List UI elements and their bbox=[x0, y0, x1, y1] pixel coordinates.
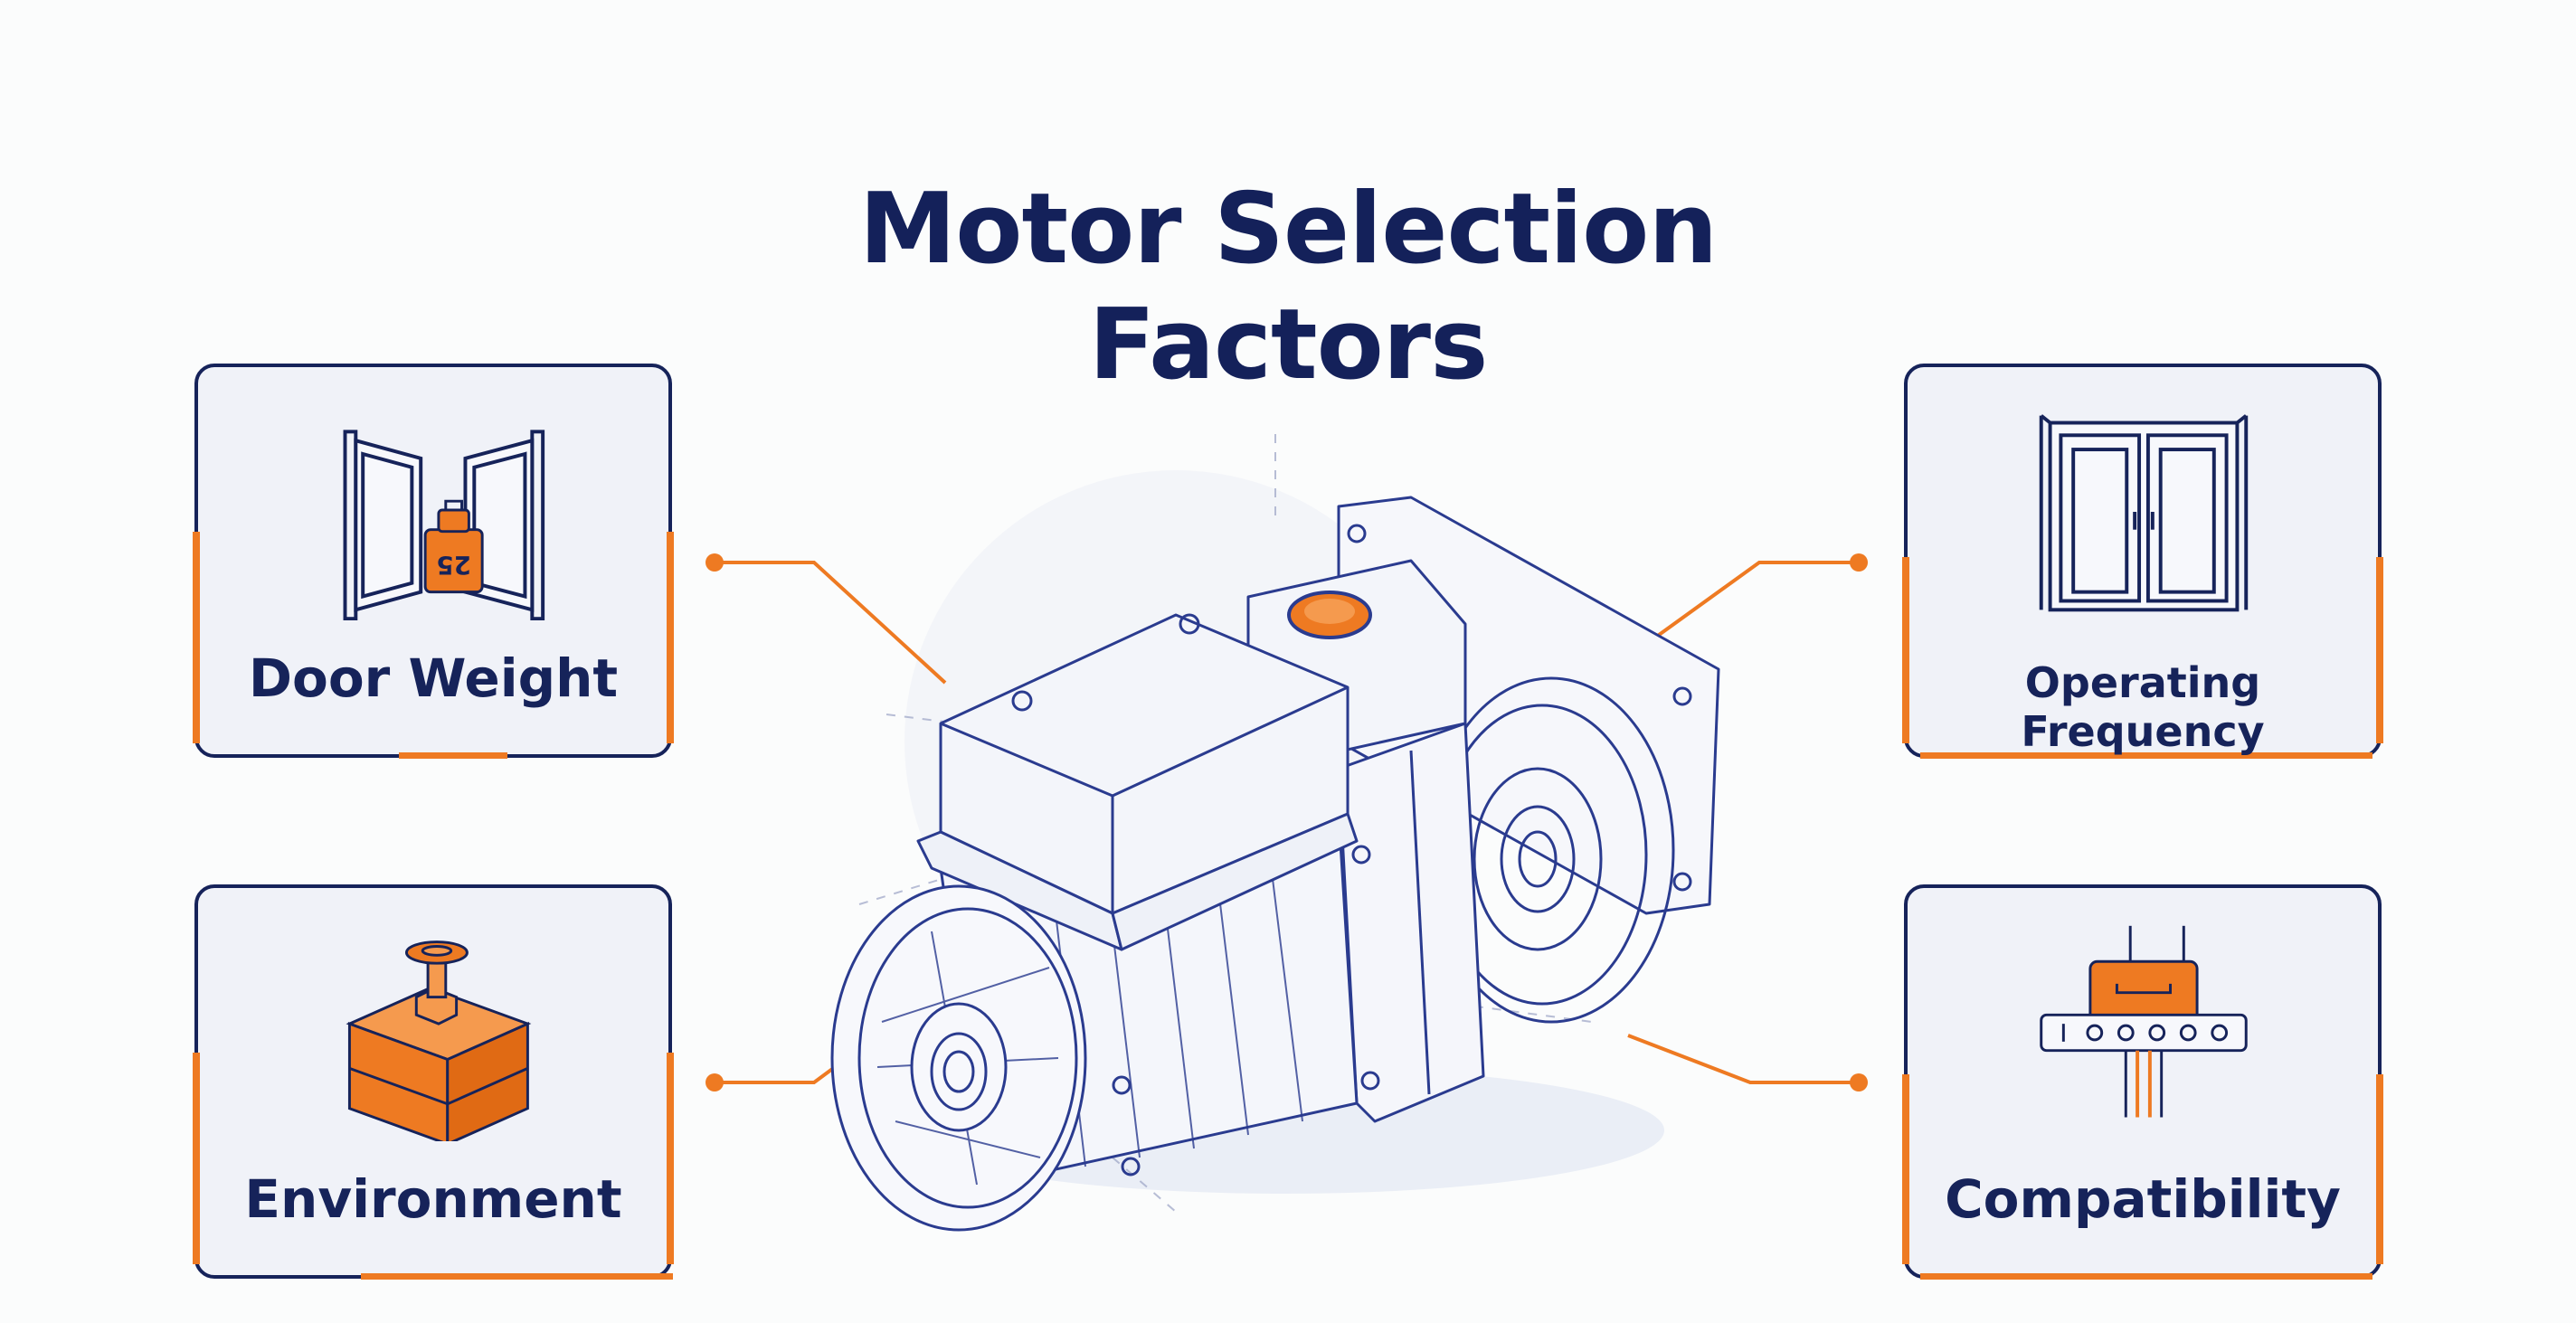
factor-label-door-weight: Door Weight bbox=[248, 647, 619, 709]
factor-card-compatibility: Compatibility bbox=[1902, 884, 2383, 1280]
connector-icon bbox=[2040, 925, 2248, 1118]
connector-frequency bbox=[1653, 561, 1859, 639]
factor-card-operating-frequency: Operating Frequency bbox=[1902, 364, 2383, 759]
motor-drawing bbox=[830, 496, 1720, 1232]
door-weight-icon: 25 bbox=[343, 430, 545, 620]
weight-label: 25 bbox=[436, 550, 470, 580]
factor-label-compatibility: Compatibility bbox=[1945, 1168, 2341, 1230]
title-line-1: Motor Selection bbox=[858, 173, 1718, 286]
factor-card-door-weight: 25 Door Weight bbox=[193, 364, 674, 759]
connector-door-weight bbox=[715, 561, 947, 685]
connector-dots bbox=[706, 553, 1868, 1091]
factor-card-environment: Environment bbox=[193, 884, 674, 1280]
connector-compatibility bbox=[1627, 1034, 1859, 1084]
page-title: Motor Selection Factors bbox=[0, 172, 2576, 403]
double-door-icon bbox=[2039, 414, 2249, 612]
title-line-2: Factors bbox=[1088, 288, 1489, 402]
factor-label-operating-frequency: Operating Frequency bbox=[2021, 658, 2265, 756]
factor-label-environment: Environment bbox=[244, 1168, 622, 1230]
box-bolt-icon bbox=[346, 940, 532, 1141]
